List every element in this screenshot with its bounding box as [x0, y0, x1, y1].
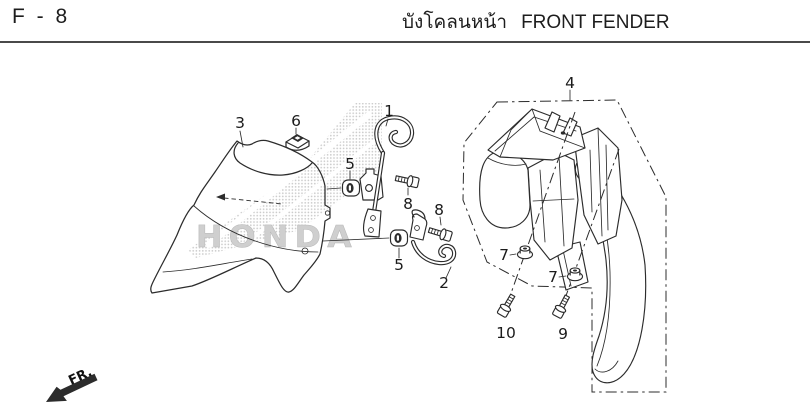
callout-4: 4 [565, 74, 575, 92]
callout-8-lower: 8 [434, 201, 444, 219]
grommet-upper [341, 179, 361, 197]
page-title-thai: บังโคลนหน้า [402, 12, 508, 33]
callout-5-upper: 5 [345, 155, 355, 173]
callout-3: 3 [235, 114, 245, 132]
bolt-8-upper [394, 172, 421, 190]
callout-7-left: 7 [499, 246, 509, 264]
callout-7-right: 7 [548, 268, 558, 286]
grommet-lower [389, 229, 409, 247]
front-fender-drawing [150, 139, 390, 294]
mud-guard-assembly-drawing [479, 108, 647, 384]
flange-nut-left [516, 245, 534, 260]
callout-9: 9 [558, 325, 568, 343]
front-direction-indicator: FR. [46, 365, 98, 402]
page-code: F - 8 [12, 5, 71, 28]
bolt-8-lower [426, 224, 454, 243]
callout-leaders [239, 89, 571, 279]
callout-5-lower: 5 [394, 256, 404, 274]
page-header: F - 8 บังโคลนหน้า FRONT FENDER [0, 0, 810, 43]
front-arrow-icon [46, 373, 98, 402]
honda-watermark-text: HONDA [196, 220, 358, 255]
page-title: บังโคลนหน้า FRONT FENDER [402, 7, 670, 37]
hook-stay-drawing [409, 209, 457, 266]
flange-nut-right [566, 267, 584, 282]
bolt-10 [495, 291, 519, 319]
callout-2: 2 [439, 274, 449, 292]
assembly-boundary [462, 99, 667, 393]
bolt-9 [551, 292, 573, 320]
callout-1: 1 [384, 102, 394, 120]
clip-nut-drawing [285, 134, 310, 151]
fender-stay-drawing [359, 115, 415, 238]
page-title-english: FRONT FENDER [521, 12, 670, 33]
honda-wing-watermark: HONDA [188, 103, 383, 258]
callout-6: 6 [291, 112, 301, 130]
callout-10: 10 [496, 324, 516, 342]
callout-8-upper: 8 [403, 195, 413, 213]
